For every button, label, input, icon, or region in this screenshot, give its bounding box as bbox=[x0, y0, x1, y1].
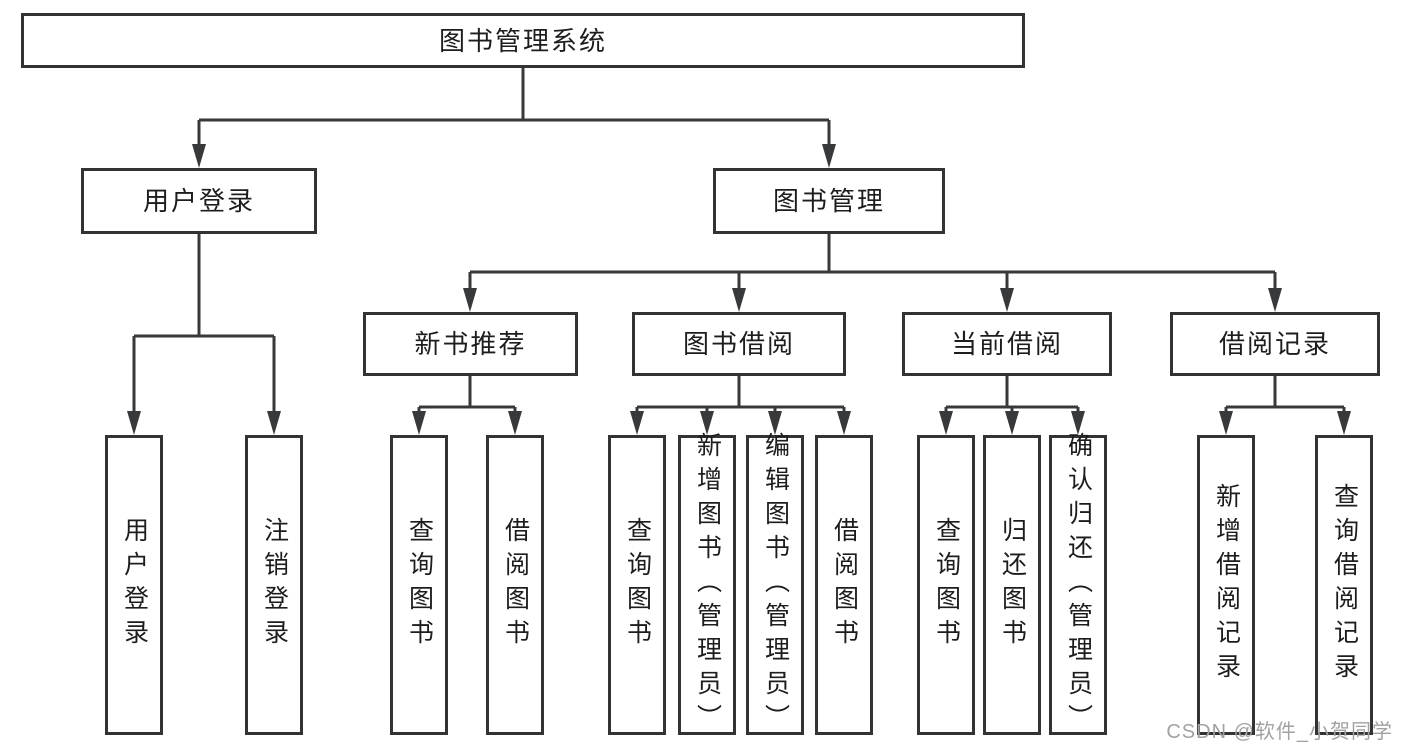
arrowheads bbox=[127, 144, 1351, 435]
node-label: 新增图书（管理员） bbox=[693, 432, 722, 738]
arrow-down-icon bbox=[508, 411, 522, 435]
csdn-watermark: CSDN @软件_小贺同学 bbox=[1166, 721, 1393, 743]
node-label: 查询图书 bbox=[405, 517, 434, 653]
arrow-down-icon bbox=[1337, 411, 1351, 435]
node-label: 图书管理 bbox=[772, 186, 885, 216]
connector-root-to-level2 bbox=[197, 68, 831, 146]
leaf-query-books-current: 查询图书 bbox=[917, 435, 975, 735]
node-label: 图书借阅 bbox=[682, 329, 795, 359]
connector-current-to-leaves bbox=[944, 376, 1080, 414]
leaf-logout: 注销登录 bbox=[245, 435, 303, 735]
arrow-down-icon bbox=[1071, 411, 1085, 435]
leaf-query-books-borrowing: 查询图书 bbox=[608, 435, 666, 735]
node-label: 用户登录 bbox=[120, 517, 149, 653]
node-current-borrowing: 当前借阅 bbox=[902, 312, 1112, 376]
leaf-confirm-return-admin: 确认归还（管理员） bbox=[1049, 432, 1107, 738]
node-label: 编辑图书（管理员） bbox=[761, 432, 790, 738]
leaf-edit-book-admin: 编辑图书（管理员） bbox=[746, 432, 804, 738]
leaf-borrow-books-recommend: 借阅图书 bbox=[486, 435, 544, 735]
node-label: 借阅记录 bbox=[1218, 329, 1331, 359]
node-label: 用户登录 bbox=[142, 186, 255, 216]
node-label: 借阅图书 bbox=[830, 517, 859, 653]
arrow-down-icon bbox=[822, 144, 836, 168]
arrow-down-icon bbox=[1000, 288, 1014, 312]
arrow-down-icon bbox=[732, 288, 746, 312]
arrow-down-icon bbox=[1268, 288, 1282, 312]
connector-recommend-to-leaves bbox=[417, 376, 517, 414]
connector-records-to-leaves bbox=[1224, 376, 1346, 414]
arrow-down-icon bbox=[412, 411, 426, 435]
connector-userlogin-to-leaves bbox=[132, 234, 276, 414]
node-book-borrowing: 图书借阅 bbox=[632, 312, 846, 376]
connector-bookmgmt-to-level3 bbox=[468, 234, 1277, 292]
leaf-user-login: 用户登录 bbox=[105, 435, 163, 735]
node-label: 注销登录 bbox=[260, 517, 289, 653]
arrow-down-icon bbox=[630, 411, 644, 435]
arrow-down-icon bbox=[1219, 411, 1233, 435]
arrow-down-icon bbox=[267, 411, 281, 435]
node-label: 确认归还（管理员） bbox=[1064, 432, 1093, 738]
node-label: 新增借阅记录 bbox=[1212, 483, 1241, 687]
leaf-borrow-books-borrowing: 借阅图书 bbox=[815, 435, 873, 735]
arrow-down-icon bbox=[463, 288, 477, 312]
arrow-down-icon bbox=[192, 144, 206, 168]
leaf-query-books-recommend: 查询图书 bbox=[390, 435, 448, 735]
connector-borrowing-to-leaves bbox=[635, 376, 846, 414]
leaf-add-book-admin: 新增图书（管理员） bbox=[678, 432, 736, 738]
node-label: 当前借阅 bbox=[950, 329, 1063, 359]
node-new-book-recommendation: 新书推荐 bbox=[363, 312, 578, 376]
node-label: 归还图书 bbox=[998, 517, 1027, 653]
leaf-query-borrow-record: 查询借阅记录 bbox=[1315, 435, 1373, 735]
arrow-down-icon bbox=[1005, 411, 1019, 435]
node-user-login-module: 用户登录 bbox=[81, 168, 317, 234]
node-label: 查询图书 bbox=[932, 517, 961, 653]
arrow-down-icon bbox=[700, 411, 714, 435]
node-book-management: 图书管理 bbox=[713, 168, 945, 234]
arrow-down-icon bbox=[768, 411, 782, 435]
leaf-add-borrow-record: 新增借阅记录 bbox=[1197, 435, 1255, 735]
arrow-down-icon bbox=[939, 411, 953, 435]
node-label: 查询借阅记录 bbox=[1330, 483, 1359, 687]
arrow-down-icon bbox=[837, 411, 851, 435]
node-label: 新书推荐 bbox=[414, 329, 527, 359]
node-label: 图书管理系统 bbox=[438, 25, 607, 56]
node-label: 查询图书 bbox=[623, 517, 652, 653]
node-library-management-system: 图书管理系统 bbox=[21, 13, 1025, 68]
arrow-down-icon bbox=[127, 411, 141, 435]
node-borrowing-records: 借阅记录 bbox=[1170, 312, 1380, 376]
leaf-return-book: 归还图书 bbox=[983, 435, 1041, 735]
node-label: 借阅图书 bbox=[501, 517, 530, 653]
